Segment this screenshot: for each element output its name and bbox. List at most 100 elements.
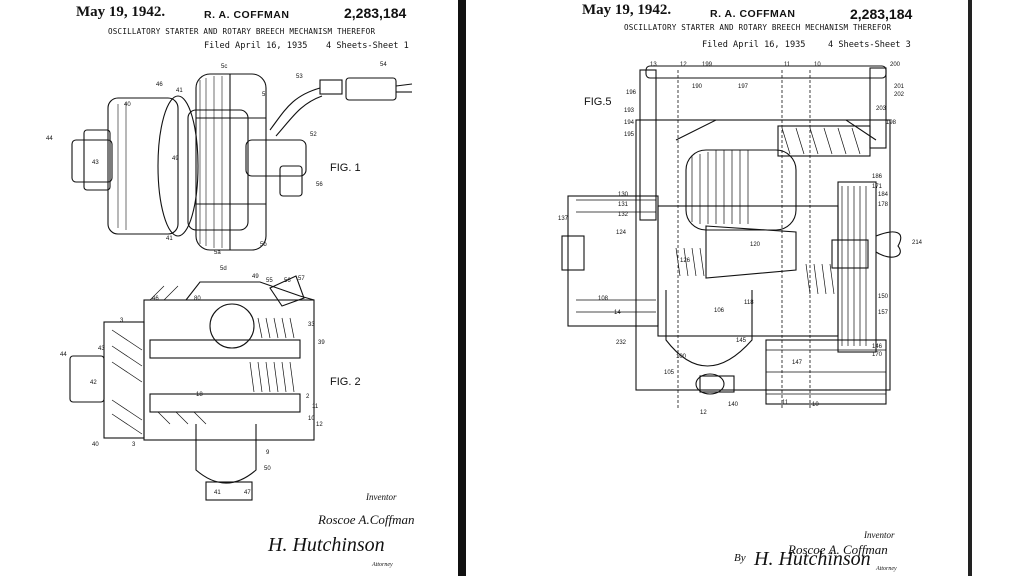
svg-text:105: 105 <box>664 370 675 376</box>
svg-text:120: 120 <box>750 242 761 248</box>
svg-text:13: 13 <box>650 62 657 68</box>
svg-text:118: 118 <box>744 300 754 306</box>
svg-text:33: 33 <box>308 322 315 328</box>
svg-text:12: 12 <box>680 62 687 68</box>
attorney-caption: Attorney <box>876 566 897 572</box>
svg-text:5d: 5d <box>220 266 227 272</box>
svg-text:198: 198 <box>886 120 897 126</box>
svg-text:199: 199 <box>702 62 713 68</box>
svg-text:201: 201 <box>894 84 905 90</box>
svg-text:193: 193 <box>624 108 635 114</box>
svg-text:12: 12 <box>316 422 323 428</box>
svg-text:49: 49 <box>252 274 259 280</box>
fig2-drawing <box>69 275 315 501</box>
patent-title: OSCILLATORY STARTER AND ROTARY BREECH ME… <box>624 23 892 32</box>
svg-text:46: 46 <box>152 296 159 302</box>
svg-text:57: 57 <box>298 276 305 282</box>
inventor-header: R. A. COFFMAN <box>710 8 796 20</box>
patent-sheet-1: May 19, 1942. R. A. COFFMAN 2,283,184 OS… <box>0 0 458 576</box>
svg-text:126: 126 <box>680 258 691 264</box>
patent-sheet-3: May 19, 1942. R. A. COFFMAN 2,283,184 OS… <box>466 0 976 576</box>
svg-text:131: 131 <box>618 202 629 208</box>
svg-text:171: 171 <box>872 184 883 190</box>
svg-text:10: 10 <box>814 62 821 68</box>
svg-text:137: 137 <box>558 216 569 222</box>
svg-text:157: 157 <box>878 310 889 316</box>
svg-text:197: 197 <box>738 84 749 90</box>
svg-text:100: 100 <box>676 354 687 360</box>
inventor-name: Roscoe A. Coffman <box>788 542 888 557</box>
svg-text:190: 190 <box>692 84 703 90</box>
by-label: By <box>734 552 746 564</box>
svg-text:40: 40 <box>124 102 131 108</box>
svg-text:170: 170 <box>872 352 883 358</box>
sheet-number: 4 Sheets-Sheet 1 <box>326 41 409 51</box>
inventor-name: Roscoe A.Coffman <box>318 512 415 527</box>
svg-text:43: 43 <box>92 160 99 166</box>
svg-text:108: 108 <box>598 296 609 302</box>
svg-text:5c: 5c <box>221 64 227 70</box>
svg-text:178: 178 <box>878 202 889 208</box>
attorney-caption: Attorney <box>372 562 393 568</box>
filed-date: Filed April 16, 1935 <box>204 41 308 51</box>
patent-date: May 19, 1942. <box>76 4 166 20</box>
svg-text:203: 203 <box>876 106 887 112</box>
filed-date: Filed April 16, 1935 <box>702 40 806 50</box>
svg-text:50: 50 <box>264 466 271 472</box>
svg-text:14: 14 <box>614 310 621 316</box>
svg-text:11: 11 <box>784 62 791 68</box>
right-border <box>968 0 972 576</box>
svg-text:55: 55 <box>266 278 273 284</box>
fig-1-label: FIG. 1 <box>330 162 361 174</box>
svg-text:10: 10 <box>308 416 315 422</box>
svg-text:150: 150 <box>878 294 889 300</box>
svg-text:3: 3 <box>120 318 124 324</box>
svg-text:44: 44 <box>60 352 67 358</box>
svg-text:56: 56 <box>284 278 291 284</box>
svg-text:2: 2 <box>306 394 310 400</box>
svg-text:196: 196 <box>626 90 637 96</box>
fig-5-label: FIG.5 <box>584 96 612 108</box>
svg-text:42: 42 <box>90 380 97 386</box>
patent-number: 2,283,184 <box>850 6 913 22</box>
svg-text:40: 40 <box>92 442 99 448</box>
svg-text:130: 130 <box>618 192 629 198</box>
svg-text:39: 39 <box>318 340 325 346</box>
svg-text:195: 195 <box>624 132 635 138</box>
patent-date: May 19, 1942. <box>582 2 672 18</box>
patent-number: 2,283,184 <box>344 5 407 21</box>
svg-text:44: 44 <box>46 136 53 142</box>
svg-text:56: 56 <box>316 182 323 188</box>
svg-text:106: 106 <box>714 308 725 314</box>
svg-text:54: 54 <box>380 62 387 68</box>
svg-text:80: 80 <box>194 296 201 302</box>
svg-text:3: 3 <box>132 442 136 448</box>
svg-text:5b: 5b <box>260 242 267 248</box>
svg-text:43: 43 <box>98 346 105 352</box>
svg-text:145: 145 <box>736 338 747 344</box>
svg-text:232: 232 <box>616 340 627 346</box>
attorney-signature: H. Hutchinson <box>754 548 871 570</box>
svg-text:41: 41 <box>176 88 183 94</box>
sheet-number: 4 Sheets-Sheet 3 <box>828 40 911 50</box>
svg-text:11: 11 <box>782 400 789 406</box>
page-gutter <box>458 0 466 576</box>
svg-text:10: 10 <box>812 402 819 408</box>
svg-text:9: 9 <box>266 450 270 456</box>
svg-text:140: 140 <box>728 402 739 408</box>
attorney-signature: H. Hutchinson <box>268 534 385 556</box>
svg-text:186: 186 <box>872 174 883 180</box>
svg-text:41: 41 <box>214 490 221 496</box>
svg-text:214: 214 <box>912 240 923 246</box>
svg-text:18: 18 <box>196 392 203 398</box>
svg-text:47: 47 <box>244 490 251 496</box>
svg-text:46: 46 <box>156 82 163 88</box>
svg-text:49: 49 <box>172 156 179 162</box>
svg-text:124: 124 <box>616 230 627 236</box>
svg-text:5: 5 <box>262 92 266 98</box>
svg-text:53: 53 <box>296 74 303 80</box>
svg-text:52: 52 <box>310 132 317 138</box>
